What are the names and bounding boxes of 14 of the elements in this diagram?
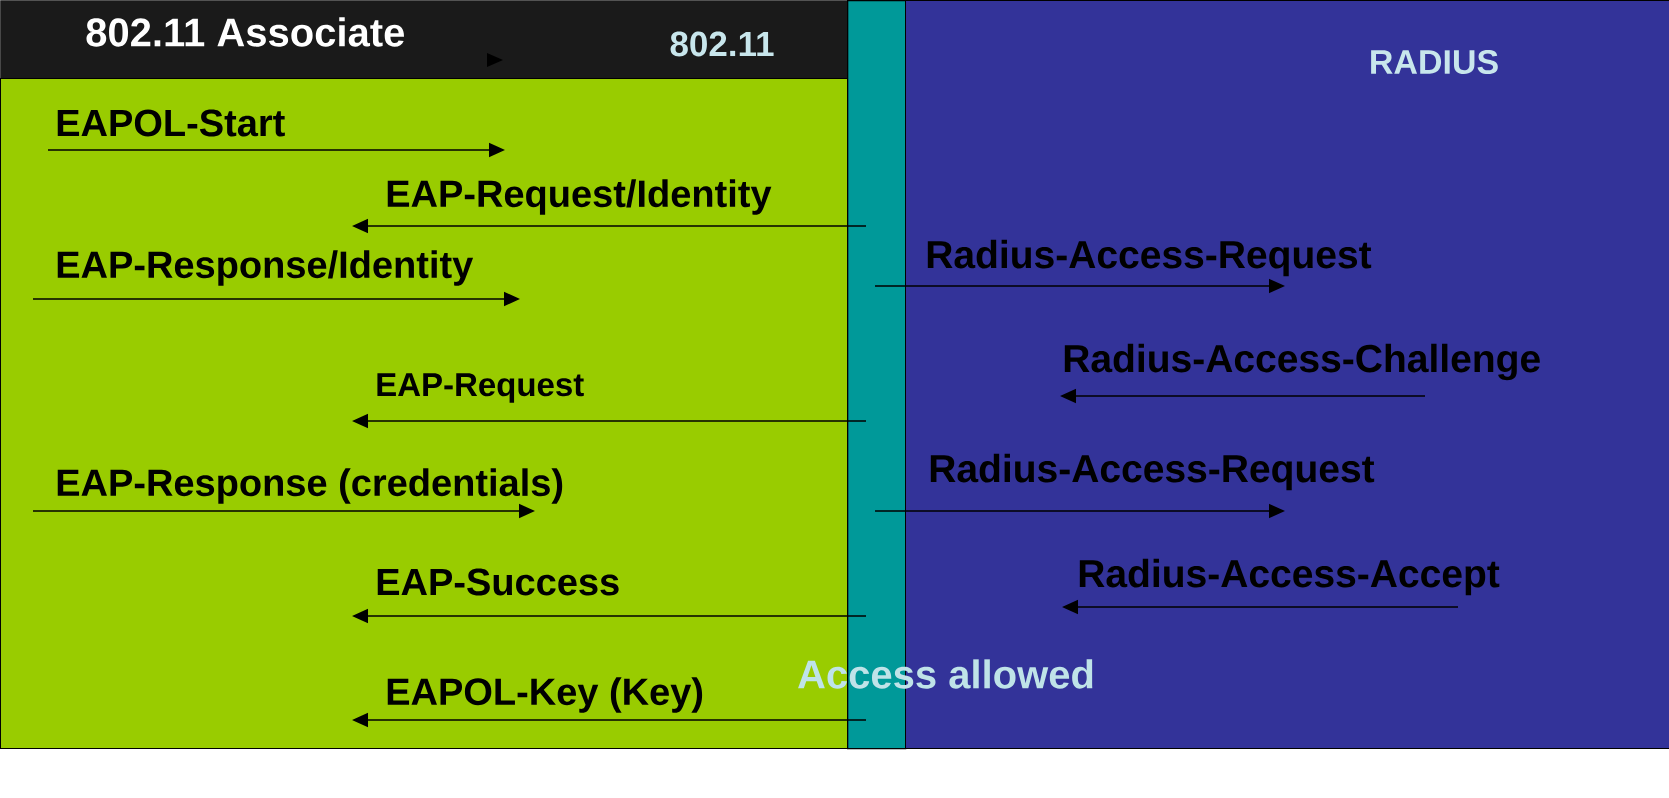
edge-label: Radius-Access-Request xyxy=(927,239,1372,277)
edge-label: EAP-Response/Identity xyxy=(57,250,474,286)
edge-label: EAPOL-Start xyxy=(57,109,285,137)
edge-label: EAP-Request xyxy=(377,373,584,403)
edge-label: EAP-Success xyxy=(377,568,619,596)
protocol-label: RADIUS xyxy=(1371,49,1498,75)
edge-label: Radius-Access-Challenge xyxy=(1064,343,1540,381)
edge-label: Radius-Access-Request xyxy=(930,453,1375,491)
protocol-label: Access allowed xyxy=(798,659,1093,689)
edge-label: Radius-Access-Accept xyxy=(1079,558,1500,596)
edge-label: EAPOL-Key (Key) xyxy=(387,677,703,713)
protocol-label: 802.11 xyxy=(670,31,774,57)
edge-label: EAP-Request/Identity xyxy=(387,179,772,215)
edge-label: EAP-Response (credentials) xyxy=(57,468,563,504)
